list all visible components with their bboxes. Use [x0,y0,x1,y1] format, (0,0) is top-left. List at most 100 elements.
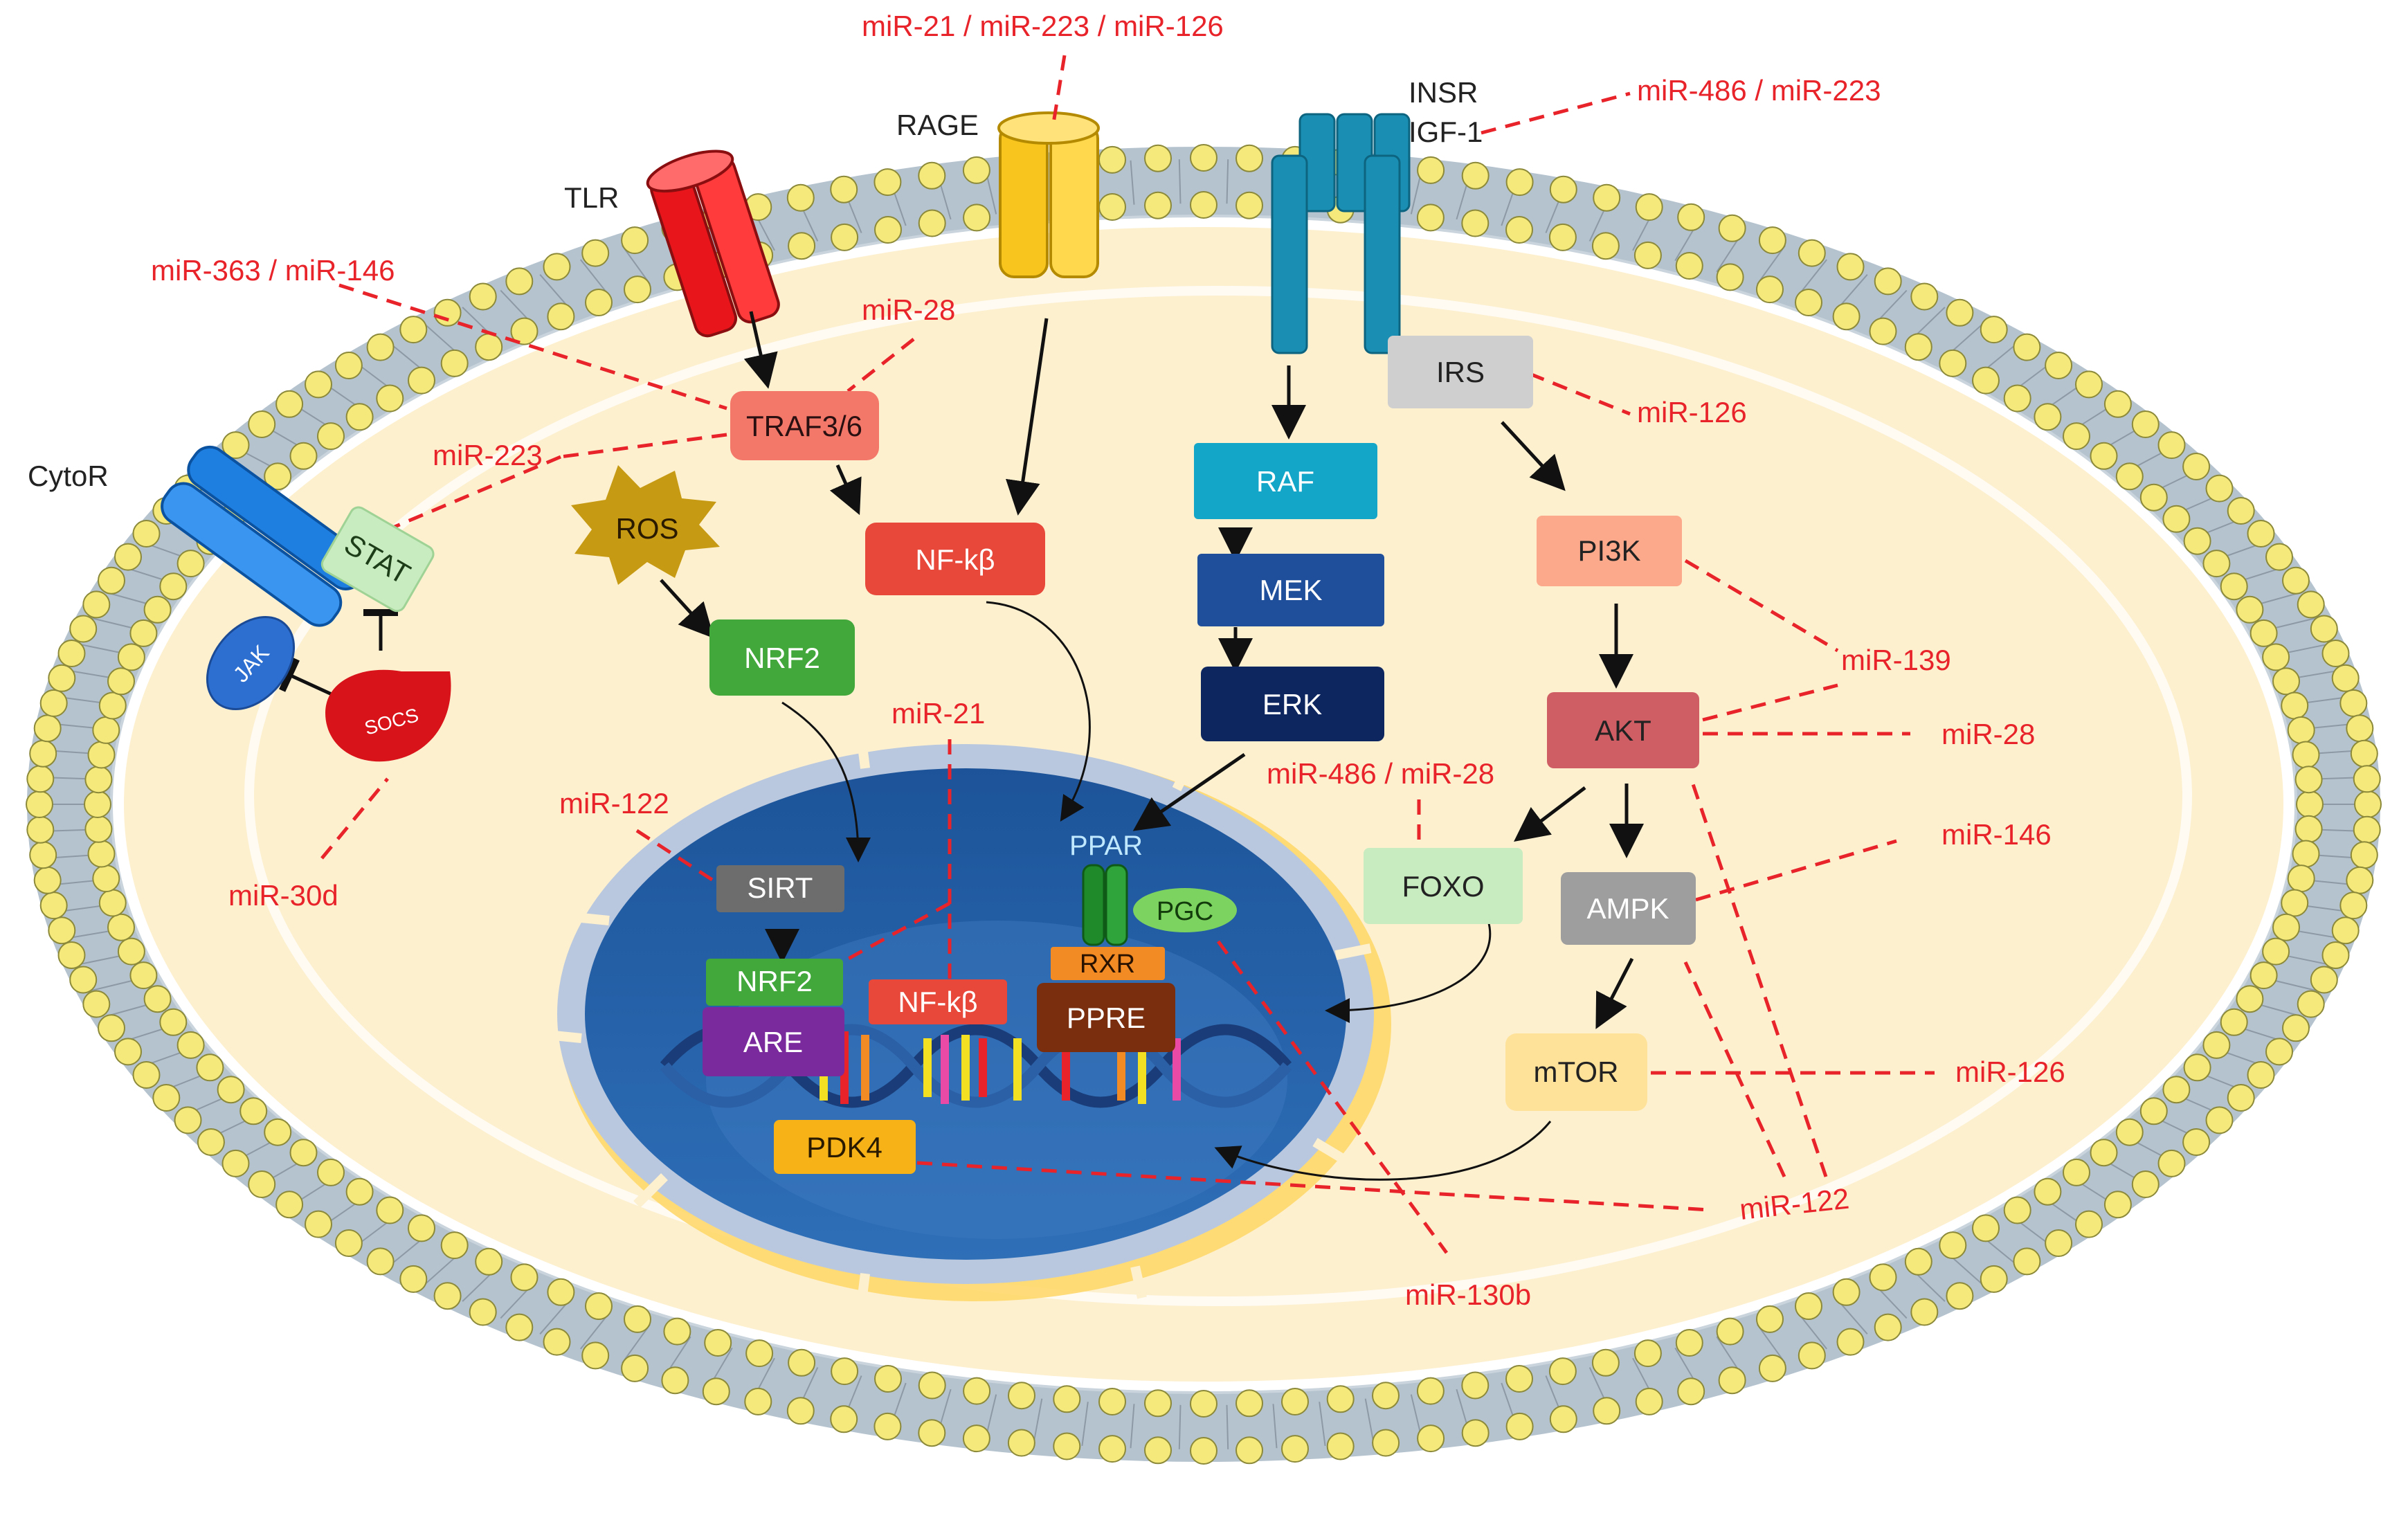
lipid-head [2063,1158,2090,1186]
lipid-head [2034,1177,2062,1206]
lipid-head [221,431,250,460]
lipid-head [2205,1106,2234,1134]
lipid-head [196,1053,224,1082]
traf-node: TRAF3/6 [730,391,879,460]
lipid-tail [1081,1402,1089,1447]
lipid-head [2220,1008,2248,1036]
lipid-head [92,716,120,744]
lipid-head [84,815,113,843]
svg-text:NF-kβ: NF-kβ [898,986,977,1018]
lipid-head [334,352,363,379]
nrf2-node: NRF2 [709,619,855,696]
lipid-head [2227,497,2255,525]
lipid-head [918,209,946,237]
mirna-pi3k: miR-139 [1841,644,1951,676]
rage-receptor [997,111,1100,278]
are-node: ARE [703,1007,844,1076]
lipid-head [2227,1084,2255,1112]
lipid-head [547,302,575,331]
lipid-head [1869,1263,1897,1292]
erk-node: ERK [1201,667,1384,741]
foxo-node: FOXO [1364,848,1523,924]
lipid-head [1593,1397,1621,1425]
lipid-tail [1757,245,1786,284]
lipid-head [2103,1191,2132,1219]
lipid-head [433,298,462,327]
lipid-head [1372,1382,1400,1410]
lipid-head [661,1366,689,1395]
lipid-head [1416,203,1445,232]
svg-text:RXR: RXR [1080,950,1135,979]
lipid-head [197,1128,225,1156]
lipid-head [510,1263,538,1292]
lipid-head [1874,267,1902,296]
lipid-head [788,232,816,260]
lipid-head [1633,241,1662,269]
jak-node: JAK [206,616,296,710]
lipid-head [1461,1371,1490,1400]
mek-node: MEK [1197,554,1384,626]
lipid-head [264,462,292,491]
lipid-head [1798,239,1826,267]
mirna-insr: miR-486 / miR-223 [1637,74,1881,107]
lipid-head [2331,664,2360,692]
lipid-head [2353,765,2381,793]
nfkb-node: NF-kβ [865,523,1045,595]
lipid-head [1591,232,1620,260]
lipid-head [26,765,55,793]
lipid-tail [1364,1398,1375,1443]
lipid-head [585,289,613,316]
lipid-head [505,267,534,296]
lipid-head [2103,390,2132,418]
lipid-head [305,370,332,399]
mtor-node: mTOR [1505,1033,1647,1111]
lipid-head [1718,214,1746,242]
ppar-node: PPAR [1069,831,1143,946]
lipid-head [129,619,158,647]
lipid-head [1008,1382,1035,1410]
lipid-head [1910,1298,1939,1326]
lipid-head [1417,1424,1445,1453]
lipid-head [1190,144,1217,172]
svg-text:IRS: IRS [1436,356,1485,388]
lipid-head [963,1377,991,1405]
lipid-tail [1033,1398,1043,1443]
lipid-head [1836,1328,1865,1356]
lipid-head [2075,1210,2103,1238]
lipid-head [1635,193,1663,221]
lipid-head [2202,1031,2231,1059]
svg-text:PDK4: PDK4 [806,1131,882,1164]
lipid-head [2350,841,2378,869]
lipid-head [1549,175,1577,203]
lipid-head [107,913,135,941]
lipid-head [1144,1389,1172,1418]
mirna-akt: miR-28 [1941,718,2035,750]
lipid-head [873,1412,902,1440]
lipid-head [2236,595,2264,624]
lipid-head [469,1298,497,1326]
lipid-head [2157,431,2186,460]
mirna-rage: miR-21 / miR-223 / miR-126 [862,10,1224,42]
lipid-head [159,1008,188,1036]
lipid-head [1832,302,1861,331]
lipid-head [107,667,135,696]
lipid-head [1836,253,1865,281]
lipid-head [2182,453,2211,480]
lipid-head [2090,442,2118,470]
mirna-nfkb-nucleus: miR-21 [891,697,985,730]
lipid-head [264,1118,292,1146]
lipid-head [408,1214,435,1242]
lipid-head [152,1084,181,1112]
lipid-head [786,183,815,212]
svg-text:FOXO: FOXO [1402,870,1484,903]
lipid-head [305,1210,332,1238]
lipid-head [1235,1389,1263,1418]
lipid-head [543,1328,571,1356]
lipid-head [2003,1196,2031,1224]
svg-text:NRF2: NRF2 [736,965,813,997]
lipid-head [1190,191,1217,219]
pdk4-node: PDK4 [774,1120,916,1174]
lipid-head [1980,1265,2008,1293]
lipid-head [1716,263,1744,291]
lipid-head [221,1149,250,1177]
